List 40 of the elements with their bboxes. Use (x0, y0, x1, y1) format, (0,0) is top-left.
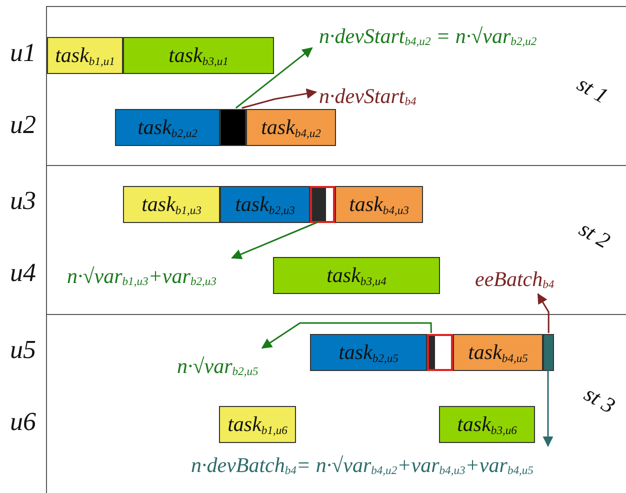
arrow (537, 293, 550, 333)
stage-label: st 1 (574, 72, 612, 108)
task-bar: task$_{b1,u6}$ (219, 406, 296, 443)
task-bar: task$_{b2,u5}$ (310, 334, 427, 371)
task-bar: task$_{b3,u6}$ (439, 406, 535, 443)
arrow (242, 88, 318, 109)
gap-bar (543, 334, 554, 371)
task-bar: task$_{b2,u2}$ (115, 109, 220, 146)
swimlane-band (46, 165, 626, 314)
idle-gap-box (427, 334, 453, 371)
task-bar: task$_{b3,u1}$ (123, 37, 274, 74)
task-bar: task$_{b3,u4}$ (273, 257, 440, 294)
arrow (231, 221, 318, 260)
formula-text: n·devBatch$_{b4}$= n·√var$_{b4,u2}$+var$_{b4,u3}$+var$_{b4,u5}$ (191, 447, 623, 483)
task-bar: task$_{b1,u1}$ (47, 37, 123, 74)
arrow (542, 370, 554, 448)
idle-gap-box (310, 186, 335, 223)
task-bar: task$_{b4,u5}$ (453, 334, 543, 371)
stage-label: st 2 (576, 218, 614, 252)
row-label: u2 (10, 112, 36, 138)
formula-text: n·devStart$_{b4,u2}$ = n·√var$_{b2,u2}$ (319, 19, 619, 53)
arrow (235, 47, 313, 109)
swimlane-band (46, 6, 626, 165)
row-label: u1 (10, 40, 36, 66)
formula-text: eeBatch$_{b4}$ (475, 263, 575, 295)
arrow (261, 322, 432, 349)
row-label: u5 (10, 337, 36, 363)
formula-text: n·√var$_{b1,u3}$+var$_{b2,u3}$ (67, 259, 267, 293)
row-label: u6 (10, 409, 36, 435)
task-bar: task$_{b4,u3}$ (335, 186, 423, 223)
task-bar: task$_{b4,u2}$ (246, 109, 336, 146)
row-label: u3 (10, 188, 36, 214)
stage-label: st 3 (580, 382, 619, 418)
task-bar: task$_{b2,u3}$ (220, 186, 310, 223)
swimlane-band (46, 314, 626, 493)
gap-bar (220, 109, 246, 146)
task-bar: task$_{b1,u3}$ (123, 186, 220, 223)
row-label: u4 (10, 260, 36, 286)
formula-text: n·√var$_{b2,u5}$ (177, 349, 295, 383)
formula-text: n·devStart$_{b4}$ (319, 81, 459, 111)
